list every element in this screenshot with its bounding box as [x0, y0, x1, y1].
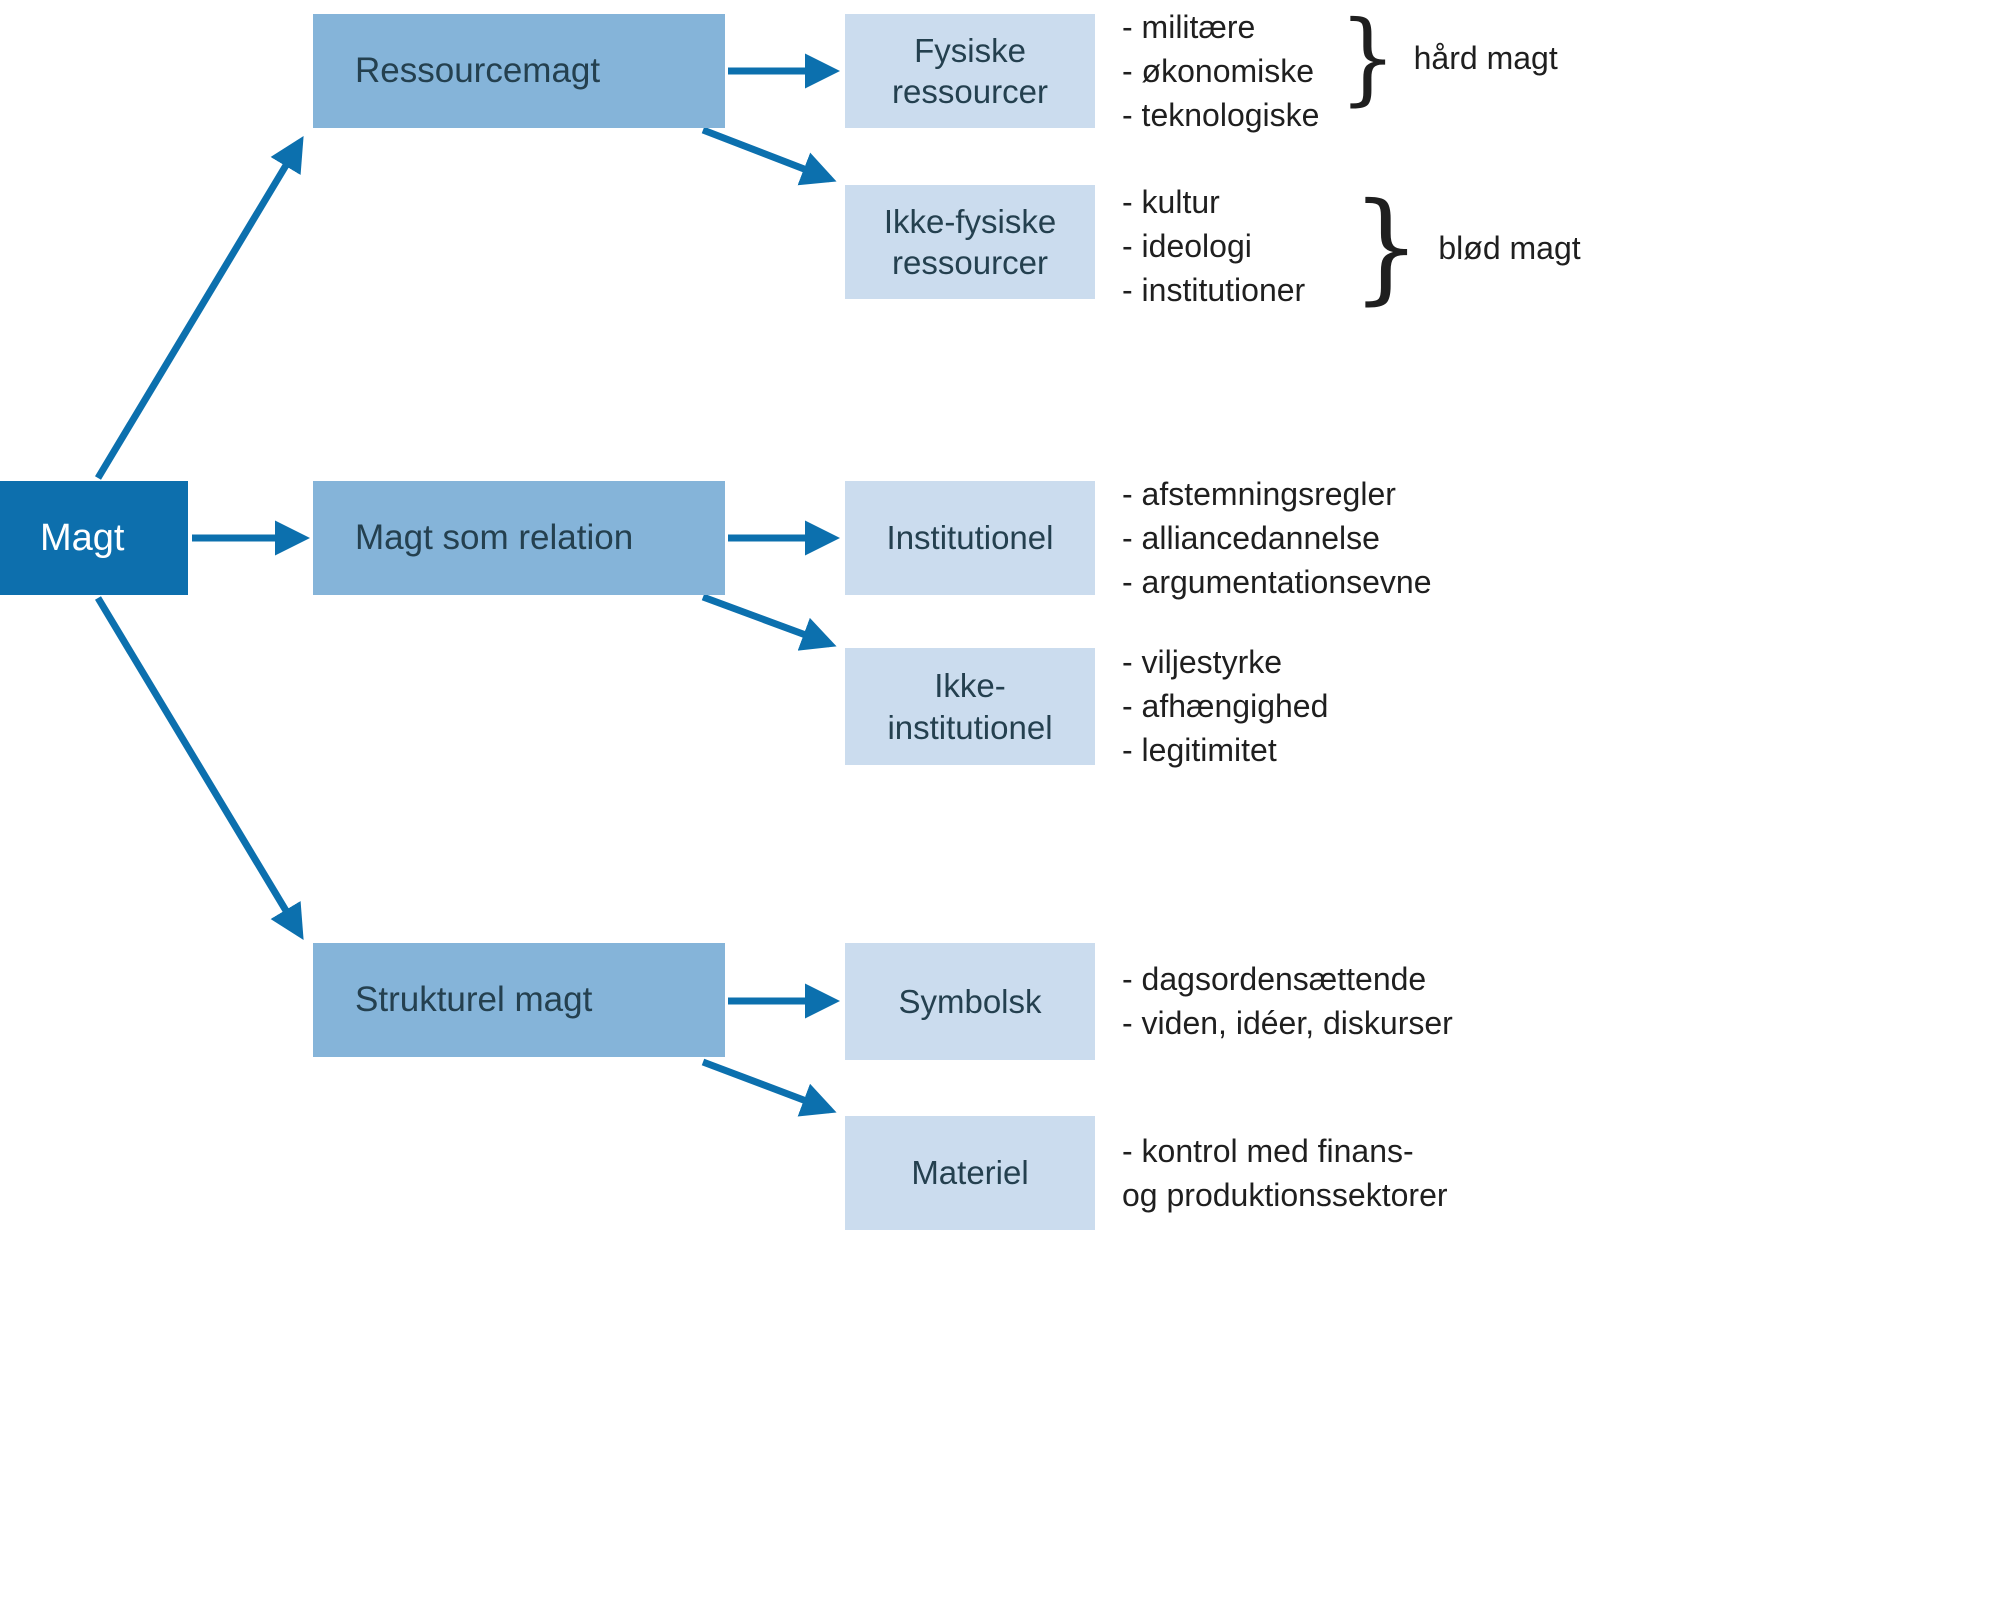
node-fysiske-ressourcer-label: Fysiske ressourcer	[892, 31, 1048, 110]
arrow-root-to-ressourcemagt	[95, 136, 304, 480]
node-ikke-fysiske-ressourcer: Ikke-fysiske ressourcer	[845, 185, 1095, 299]
arrow-root-to-strukturel-magt	[95, 596, 304, 940]
note-line: - afstemningsregler	[1122, 476, 1396, 512]
node-materiel: Materiel	[845, 1116, 1095, 1230]
note-line: - viljestyrke	[1122, 644, 1283, 680]
note-line: - økonomiske	[1122, 53, 1315, 89]
note-line: - kultur	[1122, 184, 1220, 220]
node-materiel-label: Materiel	[911, 1154, 1029, 1192]
notes-ikke-fysiske-ressourcer: - kultur - ideologi - institutioner	[1122, 184, 1582, 308]
node-ikke-institutionel: Ikke-institutionel	[845, 648, 1095, 765]
node-ressourcemagt-label: Ressourcemagt	[355, 51, 601, 90]
node-institutionel: Institutionel	[845, 481, 1095, 595]
arrow-to-materiel	[701, 1058, 837, 1117]
node-magt-som-relation-label: Magt som relation	[355, 518, 634, 557]
brace-icon: }	[1339, 0, 1397, 116]
note-line: - kontrol med finans-	[1122, 1133, 1414, 1169]
node-ikke-institutionel-label: Ikke-institutionel	[887, 667, 1053, 746]
brace-icon: }	[1351, 178, 1421, 317]
node-strukturel-magt: Strukturel magt	[313, 943, 725, 1057]
note-line: - afhængighed	[1122, 688, 1329, 724]
notes-symbolsk: - dagsordensættende - viden, idéer, disk…	[1122, 957, 1582, 1045]
notes-fysiske-ressourcer: - militære - økonomiske - teknologiske	[1122, 9, 1582, 133]
note-line: - teknologiske	[1122, 97, 1320, 133]
node-symbolsk: Symbolsk	[845, 943, 1095, 1060]
notes-materiel: - kontrol med finans- og produktionssekt…	[1122, 1129, 1582, 1217]
note-line: - dagsordensættende	[1122, 961, 1427, 997]
node-institutionel-label: Institutionel	[886, 519, 1054, 557]
note-line: - alliancedannelse	[1122, 520, 1380, 556]
node-magt: Magt	[0, 481, 188, 595]
arrow-to-ikke-institutionel	[701, 593, 837, 651]
notes-institutionel: - afstemningsregler - alliancedannelse -…	[1122, 476, 1582, 600]
node-fysiske-ressourcer: Fysiske ressourcer	[845, 14, 1095, 128]
note-line: - legitimitet	[1122, 732, 1277, 768]
node-ressourcemagt: Ressourcemagt	[313, 14, 725, 128]
node-symbolsk-label: Symbolsk	[898, 982, 1042, 1020]
arrow-to-ikke-fysiske-ressourcer	[701, 126, 837, 186]
note-line: og produktionssektorer	[1122, 1177, 1448, 1213]
node-ikke-fysiske-ressourcer-label: Ikke-fysiske ressourcer	[883, 202, 1057, 281]
notes-ikke-institutionel: - viljestyrke - afhængighed - legitimite…	[1122, 644, 1582, 768]
brace-haard-magt: } hård magt	[1336, 8, 1558, 108]
brace-bloed-magt-label: blød magt	[1438, 229, 1581, 266]
note-line: - argumentationsevne	[1122, 564, 1432, 600]
brace-bloed-magt: } blød magt	[1348, 188, 1581, 308]
node-strukturel-magt-label: Strukturel magt	[355, 980, 593, 1019]
note-line: - viden, idéer, diskurser	[1122, 1005, 1453, 1041]
note-line: - ideologi	[1122, 228, 1252, 264]
node-magt-som-relation: Magt som relation	[313, 481, 725, 595]
node-magt-label: Magt	[40, 516, 125, 559]
brace-haard-magt-label: hård magt	[1413, 39, 1558, 76]
note-line: - militære	[1122, 9, 1256, 45]
note-line: - institutioner	[1122, 272, 1306, 308]
